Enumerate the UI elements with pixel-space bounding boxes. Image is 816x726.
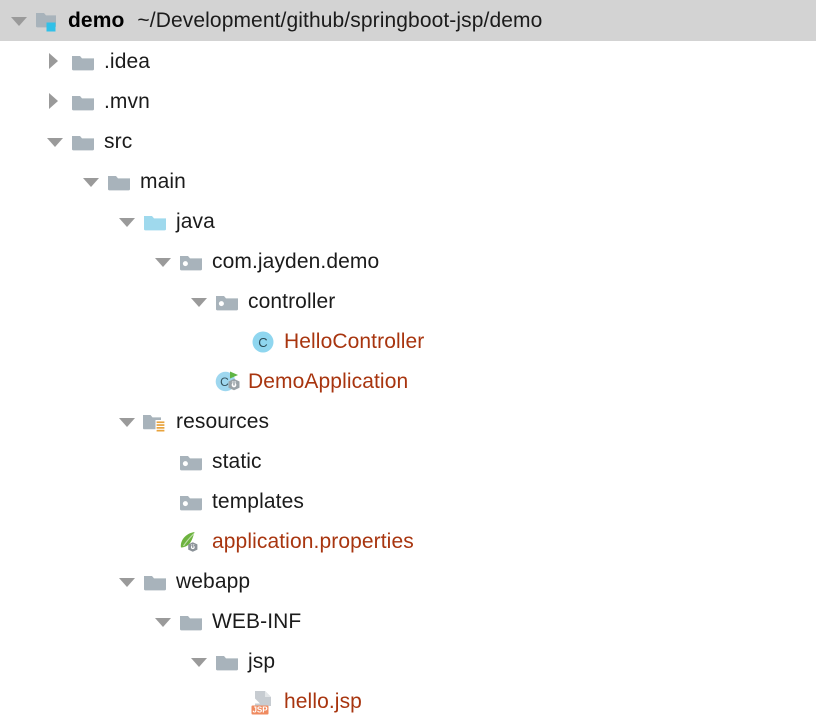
folder-icon bbox=[142, 569, 168, 595]
expand-arrow-icon[interactable] bbox=[44, 82, 66, 122]
tree-row-root[interactable]: demo ~/Development/github/springboot-jsp/… bbox=[0, 0, 816, 41]
folder-icon bbox=[70, 49, 96, 75]
tree-row[interactable]: C DemoApplication bbox=[0, 362, 816, 402]
collapse-arrow-icon[interactable] bbox=[44, 122, 66, 162]
expand-arrow-icon[interactable] bbox=[8, 1, 30, 41]
tree-item-label: jsp bbox=[248, 650, 276, 673]
tree-item-label: src bbox=[104, 130, 133, 153]
no-arrow-spacer bbox=[224, 682, 246, 722]
tree-item-label: .mvn bbox=[104, 90, 150, 113]
tree-item-label: application.properties bbox=[212, 530, 414, 553]
tree-row[interactable]: controller bbox=[0, 282, 816, 322]
source-folder-icon bbox=[142, 209, 168, 235]
collapse-arrow-icon[interactable] bbox=[188, 282, 210, 322]
tree-row[interactable]: static bbox=[0, 442, 816, 482]
svg-text:JSP: JSP bbox=[252, 706, 268, 715]
tree-item-label: hello.jsp bbox=[284, 690, 362, 713]
tree-item-label: DemoApplication bbox=[248, 370, 409, 393]
tree-item-label: .idea bbox=[104, 50, 151, 73]
tree-item-label: resources bbox=[176, 410, 270, 433]
svg-text:C: C bbox=[220, 375, 229, 389]
tree-item-label: templates bbox=[212, 490, 304, 513]
svg-text:C: C bbox=[258, 335, 267, 350]
tree-row[interactable]: .idea bbox=[0, 42, 816, 82]
no-arrow-spacer bbox=[152, 482, 174, 522]
no-arrow-spacer bbox=[152, 442, 174, 482]
module-folder-icon bbox=[34, 8, 60, 34]
tree-row[interactable]: JSP hello.jsp bbox=[0, 682, 816, 722]
tree-row[interactable]: src bbox=[0, 122, 816, 162]
spring-boot-class-icon: C bbox=[214, 369, 240, 395]
tree-row[interactable]: java bbox=[0, 202, 816, 242]
collapse-arrow-icon[interactable] bbox=[188, 642, 210, 682]
tree-item-label: main bbox=[140, 170, 186, 193]
collapse-arrow-icon[interactable] bbox=[152, 602, 174, 642]
tree-row[interactable]: main bbox=[0, 162, 816, 202]
tree-row[interactable]: com.jayden.demo bbox=[0, 242, 816, 282]
folder-icon bbox=[214, 649, 240, 675]
tree-item-label: HelloController bbox=[284, 330, 425, 353]
tree-item-label: WEB-INF bbox=[212, 610, 302, 633]
package-icon bbox=[178, 489, 204, 515]
tree-row[interactable]: templates bbox=[0, 482, 816, 522]
folder-icon bbox=[70, 89, 96, 115]
collapse-arrow-icon[interactable] bbox=[80, 162, 102, 202]
tree-row[interactable]: webapp bbox=[0, 562, 816, 602]
package-icon bbox=[178, 249, 204, 275]
package-icon bbox=[214, 289, 240, 315]
jsp-file-icon: JSP bbox=[250, 689, 276, 715]
resources-folder-icon bbox=[142, 409, 168, 435]
tree-row[interactable]: jsp bbox=[0, 642, 816, 682]
folder-icon bbox=[178, 609, 204, 635]
root-module-name: demo bbox=[68, 8, 125, 32]
collapse-arrow-icon[interactable] bbox=[116, 562, 138, 602]
package-icon bbox=[178, 449, 204, 475]
folder-icon bbox=[106, 169, 132, 195]
no-arrow-spacer bbox=[188, 362, 210, 402]
tree-row[interactable]: C HelloController bbox=[0, 322, 816, 362]
tree-row[interactable]: application.properties bbox=[0, 522, 816, 562]
root-module-path: ~/Development/github/springboot-jsp/demo bbox=[137, 8, 543, 32]
tree-row[interactable]: WEB-INF bbox=[0, 602, 816, 642]
expand-arrow-icon[interactable] bbox=[44, 42, 66, 82]
tree-item-label: java bbox=[176, 210, 215, 233]
tree-row[interactable]: resources bbox=[0, 402, 816, 442]
collapse-arrow-icon[interactable] bbox=[116, 402, 138, 442]
folder-icon bbox=[70, 129, 96, 155]
tree-row[interactable]: .mvn bbox=[0, 82, 816, 122]
java-class-icon: C bbox=[250, 329, 276, 355]
collapse-arrow-icon[interactable] bbox=[116, 202, 138, 242]
no-arrow-spacer bbox=[224, 322, 246, 362]
tree-item-label: webapp bbox=[176, 570, 251, 593]
spring-properties-icon bbox=[178, 529, 204, 555]
collapse-arrow-icon[interactable] bbox=[152, 242, 174, 282]
no-arrow-spacer bbox=[152, 522, 174, 562]
tree-item-label: controller bbox=[248, 290, 336, 313]
tree-item-label: com.jayden.demo bbox=[212, 250, 380, 273]
tree-item-label: static bbox=[212, 450, 262, 473]
